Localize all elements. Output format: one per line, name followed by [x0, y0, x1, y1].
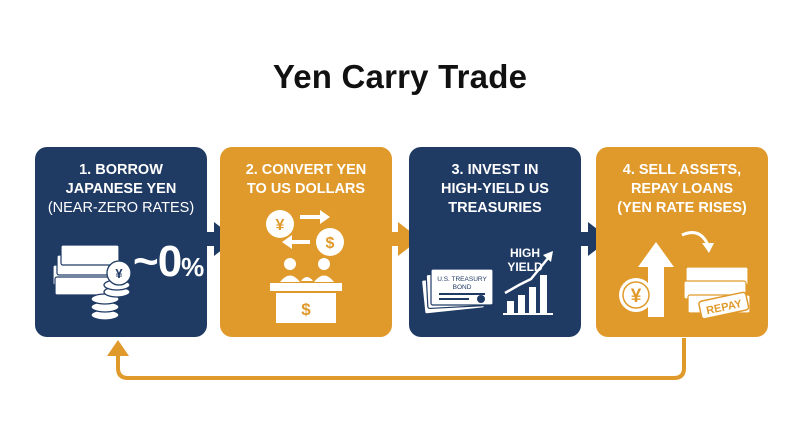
svg-text:¥: ¥: [115, 266, 123, 281]
treasury-bond-icon: U.S. TREASURY BOND HIGH YIELD: [420, 246, 553, 315]
svg-text:¥: ¥: [631, 286, 642, 307]
near-zero-rate-figure: ~0%: [133, 237, 204, 286]
step-line: 4. SELL ASSETS,: [622, 162, 742, 178]
step-label: 1. BORROW JAPANESE YEN (NEAR-ZERO RATES): [39, 161, 203, 218]
flow-arrow-stem: [205, 232, 215, 246]
svg-text:YIELD: YIELD: [507, 260, 543, 274]
up-arrow-icon: [638, 242, 674, 317]
step-card-invest: 3. INVEST IN HIGH-YIELD US TREASURIES U.…: [409, 147, 581, 337]
svg-text:$: $: [301, 300, 311, 319]
svg-text:BOND: BOND: [453, 284, 472, 291]
repay-cash-icon: ¥ REPAY: [619, 231, 751, 320]
svg-text:U.S. TREASURY: U.S. TREASURY: [437, 276, 487, 283]
step-line: 2. CONVERT YEN: [245, 162, 367, 178]
flow-arrow-stem: [580, 232, 590, 246]
step-card-repay: 4. SELL ASSETS, REPAY LOANS (YEN RATE RI…: [596, 147, 768, 337]
step-note: (NEAR-ZERO RATES): [47, 200, 195, 216]
step-line: JAPANESE YEN: [65, 181, 177, 197]
step-label: 2. CONVERT YEN TO US DOLLARS: [224, 161, 388, 199]
page-title: Yen Carry Trade: [272, 58, 528, 95]
step-label: 4. SELL ASSETS, REPAY LOANS (YEN RATE RI…: [600, 161, 764, 218]
step-line: REPAY LOANS: [630, 181, 734, 197]
svg-text:HIGH: HIGH: [510, 246, 540, 260]
svg-text:$: $: [326, 235, 335, 252]
step-card-borrow: 1. BORROW JAPANESE YEN (NEAR-ZERO RATES)…: [35, 147, 207, 337]
cash-stack-icon: ¥: [52, 244, 132, 321]
step-line: TO US DOLLARS: [246, 181, 366, 197]
step-line: 3. INVEST IN: [451, 162, 539, 178]
currency-exchange-icon: ¥ $ $: [266, 210, 344, 323]
step-line: (YEN RATE RISES): [617, 200, 747, 216]
desk-clerks-icon: $: [270, 258, 342, 323]
svg-text:¥: ¥: [276, 217, 285, 234]
step-line: TREASURIES: [448, 200, 542, 216]
bar-chart-icon: [503, 251, 553, 315]
flow-arrow-stem: [390, 232, 400, 246]
step-line: 1. BORROW: [79, 162, 163, 178]
coin-stack-icon: ¥: [90, 260, 132, 321]
step-label: 3. INVEST IN HIGH-YIELD US TREASURIES: [413, 161, 577, 218]
step-line: HIGH-YIELD US: [441, 181, 549, 197]
step-card-convert: 2. CONVERT YEN TO US DOLLARS ¥ $ $: [220, 147, 392, 337]
